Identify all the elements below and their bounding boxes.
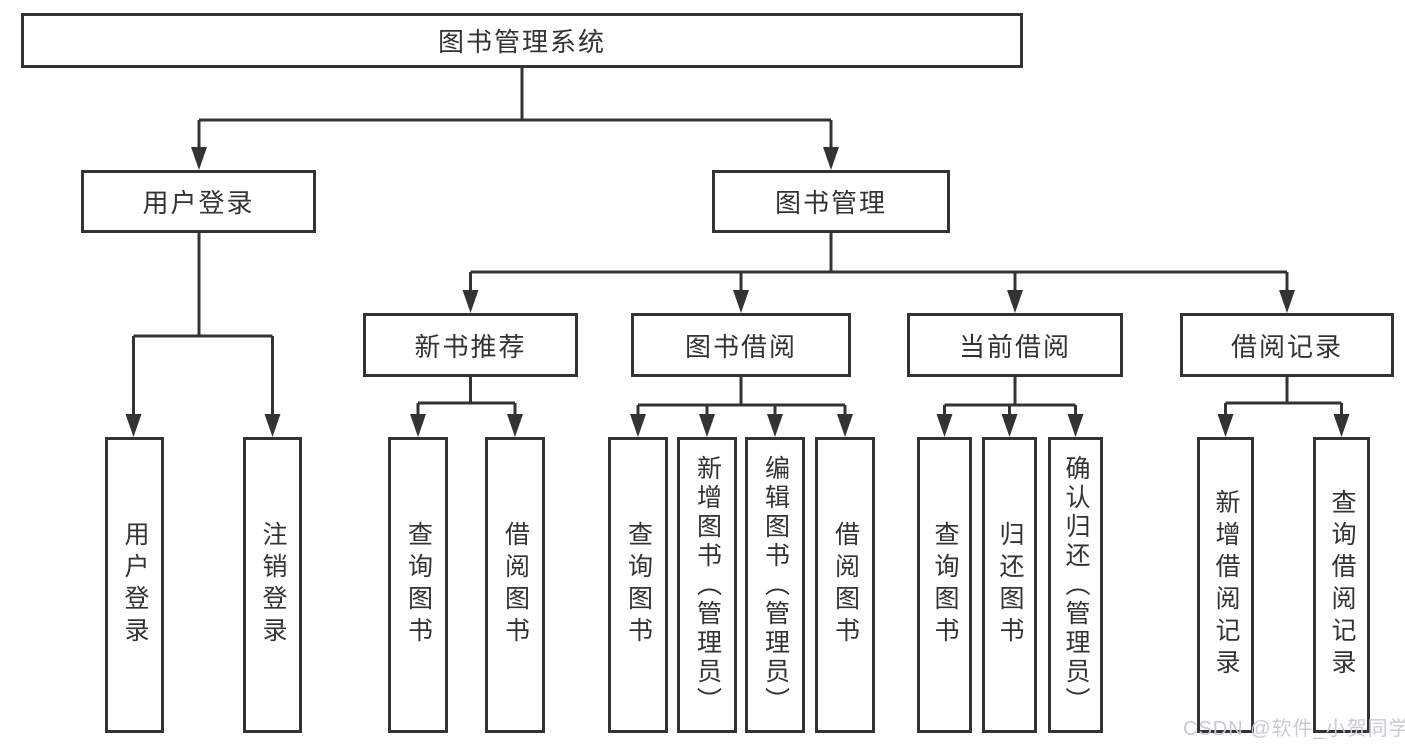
connector-user-login-children: [132, 233, 274, 416]
arrowhead: [1001, 414, 1018, 437]
leaf-current-return-book: 归还图书: [982, 437, 1037, 733]
leaf-records-add-record: 新增借阅记录: [1197, 437, 1254, 733]
arrowhead: [264, 414, 281, 437]
leaf-records-query-record: 查询借阅记录: [1313, 437, 1370, 733]
connector-root-to-level2: [197, 68, 833, 150]
leaf-borrow-add-book-admin: 新增图书（管理员）: [677, 437, 737, 733]
arrowhead: [410, 414, 426, 437]
node-label: 查询图书: [931, 521, 959, 649]
arrowhead: [125, 414, 142, 437]
node-label: 编辑图书（管理员）: [761, 454, 790, 716]
arrowhead: [936, 414, 953, 437]
node-library-system: 图书管理系统: [21, 13, 1023, 68]
arrowhead: [837, 414, 853, 437]
arrowhead: [1279, 290, 1295, 313]
leaf-recommend-borrow-book: 借阅图书: [485, 437, 545, 733]
arrowheads: [125, 147, 1350, 437]
arrowhead: [191, 147, 207, 170]
leaf-recommend-query-book: 查询图书: [388, 437, 448, 733]
node-label: 确认归还（管理员）: [1062, 454, 1090, 716]
watermark-text: CSDN @软件_小贺同学: [1183, 718, 1405, 740]
node-label: 图书借阅: [684, 331, 797, 362]
node-new-book-recommend: 新书推荐: [363, 313, 578, 377]
node-label: 查询图书: [624, 521, 653, 649]
arrowhead: [1007, 290, 1023, 313]
arrowhead: [1333, 414, 1350, 437]
node-book-management: 图书管理: [712, 170, 950, 233]
node-label: 查询图书: [404, 521, 433, 649]
leaf-logout-login: 注销登录: [243, 437, 302, 733]
leaf-borrow-edit-book-admin: 编辑图书（管理员）: [745, 437, 805, 733]
leaf-current-query-book: 查询图书: [917, 437, 972, 733]
node-label: 查询借阅记录: [1328, 489, 1356, 681]
leaf-borrow-query-book: 查询图书: [608, 437, 668, 733]
node-user-login: 用户登录: [81, 170, 316, 233]
node-label: 当前借阅: [958, 331, 1071, 362]
node-book-borrow: 图书借阅: [631, 313, 851, 377]
node-label: 图书管理: [774, 188, 887, 218]
connector-borrow-record-children: [1224, 377, 1343, 416]
arrowhead: [1217, 414, 1234, 437]
arrowhead: [733, 290, 749, 313]
node-label: 新书推荐: [414, 331, 527, 362]
leaf-borrow-borrow-book: 借阅图书: [815, 437, 875, 733]
arrowhead: [630, 414, 646, 437]
leaf-current-confirm-return-admin: 确认归还（管理员）: [1048, 437, 1103, 733]
connector-book-borrow-children: [636, 377, 847, 416]
node-label: 借阅记录: [1230, 331, 1343, 362]
node-label: 新增借阅记录: [1212, 489, 1240, 681]
node-label: 借阅图书: [501, 521, 530, 649]
node-label: 新增图书（管理员）: [693, 454, 722, 716]
connector-new-book-children: [416, 377, 517, 416]
connector-current-borrow-children: [943, 377, 1077, 416]
connector-book-mgmt-to-level3: [469, 233, 1289, 292]
node-borrow-records: 借阅记录: [1180, 313, 1394, 377]
arrowhead: [462, 290, 479, 313]
node-label: 借阅图书: [831, 521, 860, 649]
node-label: 用户登录: [142, 188, 255, 218]
arrowhead: [1067, 414, 1084, 437]
node-label: 用户登录: [121, 521, 149, 649]
node-label: 归还图书: [996, 521, 1024, 649]
arrowhead: [823, 147, 839, 170]
arrowhead: [767, 414, 783, 437]
arrowhead: [507, 414, 523, 437]
node-label: 注销登录: [259, 521, 287, 649]
leaf-user-login: 用户登录: [105, 437, 164, 733]
node-label: 图书管理系统: [437, 27, 606, 57]
arrowhead: [699, 414, 715, 437]
node-current-borrow: 当前借阅: [907, 313, 1123, 377]
